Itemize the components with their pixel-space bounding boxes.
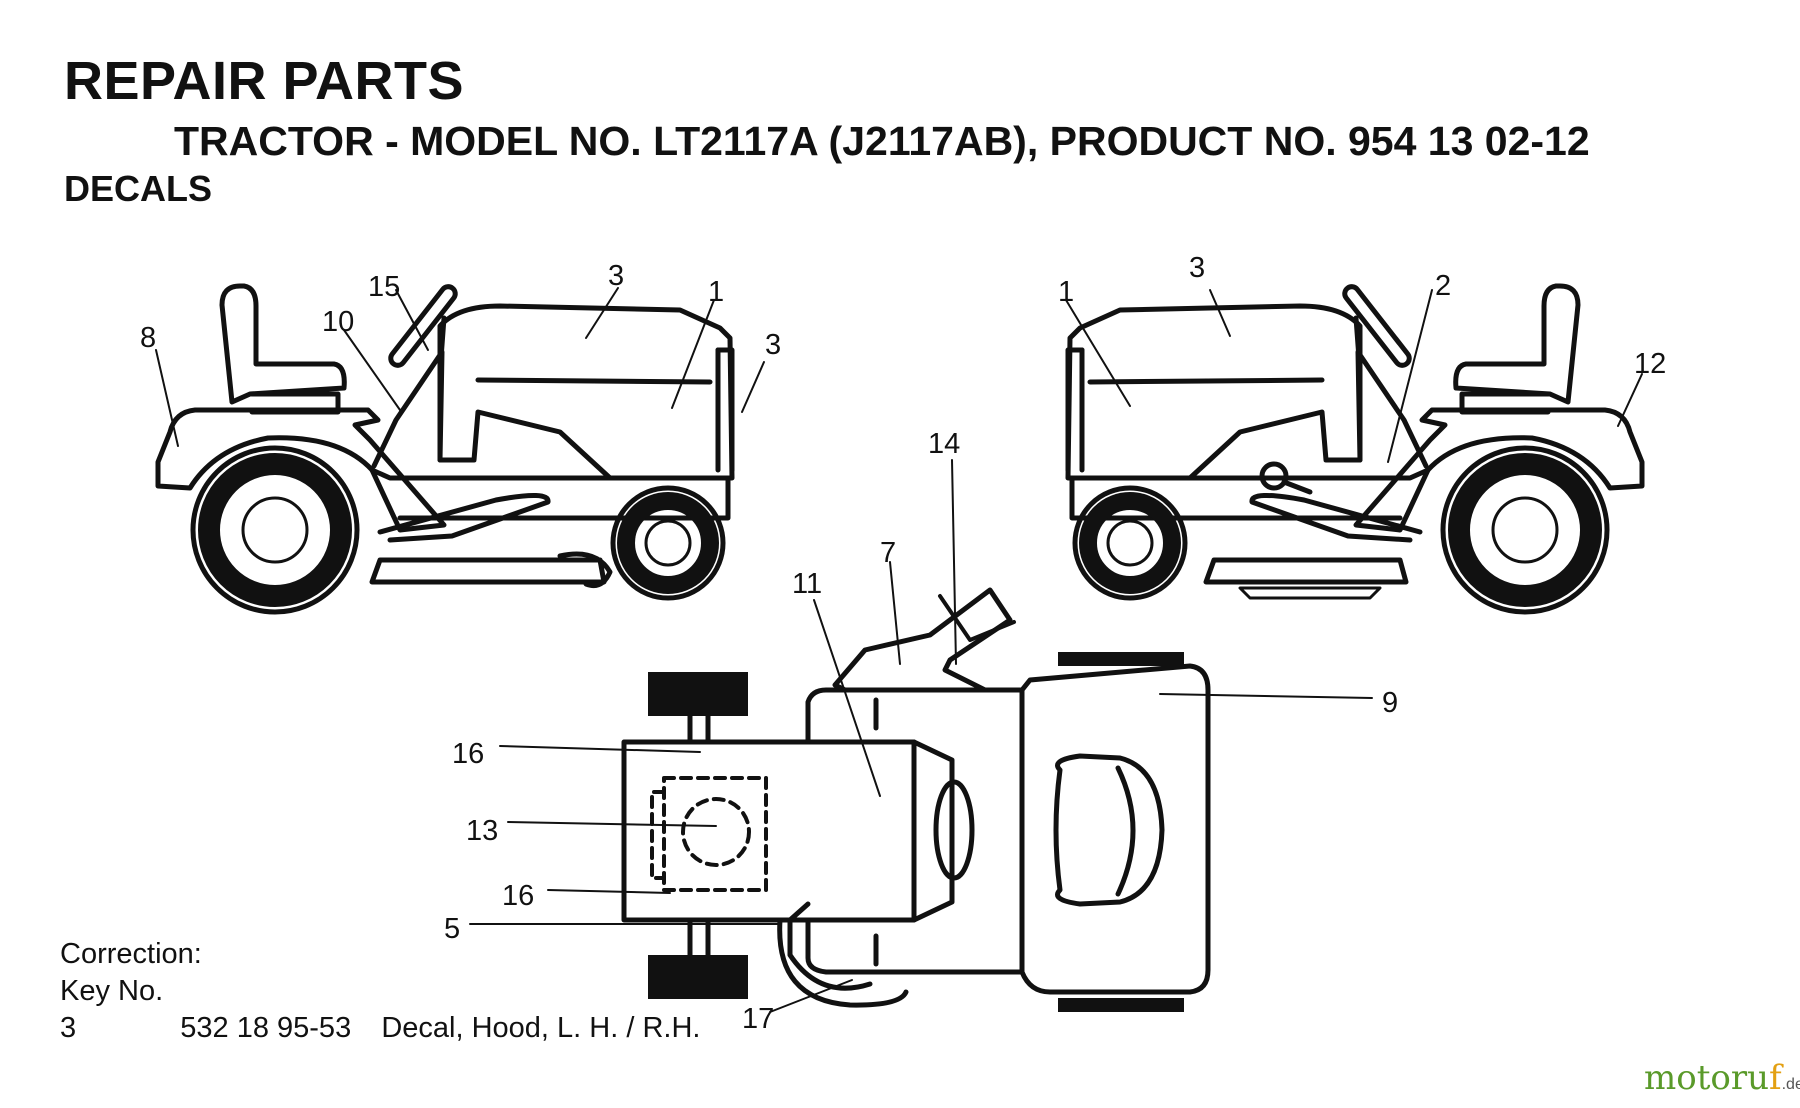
callout-5: 5 (444, 913, 460, 945)
rear-wheel-hub (241, 496, 309, 564)
callout-1: 1 (708, 276, 724, 308)
correction-description: Decal, Hood, L. H. / R.H. (381, 1012, 701, 1044)
front-wheel-tire (617, 492, 719, 594)
hood-split (475, 377, 713, 385)
seat-top (1053, 753, 1165, 907)
callout-10: 10 (322, 306, 354, 338)
callout-15: 15 (368, 271, 400, 303)
rear-tire-bottom (1058, 998, 1184, 1012)
callout-11: 11 (792, 568, 822, 600)
front-axle-bottom (687, 917, 711, 958)
watermark-logo: motoruf.de (1644, 1058, 1800, 1098)
tractor-right-side-view (1065, 283, 1645, 615)
front-wheel-tire-right (1079, 492, 1181, 594)
dash-panel (371, 349, 445, 469)
lift-lever (1281, 479, 1313, 495)
front-wheel-hub (644, 519, 692, 567)
mower-deck (369, 557, 607, 585)
callout-8: 8 (140, 322, 156, 354)
callout-9: 9 (1382, 687, 1398, 719)
rear-fender-right (1353, 407, 1645, 533)
seat-back-right (1453, 283, 1581, 405)
rear-wheel (190, 445, 360, 615)
page-title: REPAIR PARTS (64, 51, 465, 111)
footrest-right (1249, 493, 1423, 543)
footrest (377, 493, 551, 543)
decal-13-circle (681, 797, 751, 867)
decal-13-outline (662, 776, 768, 892)
front-tire-top (648, 672, 748, 716)
deck-chute (557, 551, 613, 588)
grass-chute-outlet (938, 594, 1016, 642)
correction-heading: Correction: (60, 938, 202, 970)
front-wheel-right (1072, 485, 1188, 601)
grass-chute (832, 587, 1013, 693)
front-tire-bottom (648, 955, 748, 999)
deck-skirt-right (1238, 586, 1382, 600)
callout-3: 3 (765, 329, 781, 361)
callout-16: 16 (502, 880, 534, 912)
rear-wheel-tire-right (1448, 453, 1602, 607)
callout-16: 16 (452, 738, 484, 770)
correction-key-label: Key No. (60, 975, 164, 1007)
seat-back (219, 283, 347, 405)
steering-wheel-right (1342, 284, 1412, 368)
decal-13-side (650, 790, 666, 880)
rear-fender (155, 407, 447, 533)
callout-1: 1 (1058, 276, 1074, 308)
lift-knob (1259, 461, 1289, 491)
callout-3: 3 (1189, 252, 1205, 284)
fender-top (805, 663, 1211, 995)
correction-key-no: 3 (60, 1012, 77, 1044)
steering-top (933, 779, 975, 881)
callout-2: 2 (1435, 270, 1451, 302)
callout-12: 12 (1634, 348, 1666, 380)
callout-7: 7 (880, 537, 896, 569)
hood-front-grille-right (1065, 347, 1085, 473)
rear-wheel-tire (198, 453, 352, 607)
tractor-top-view (621, 587, 1211, 1012)
rear-tire-top (1058, 652, 1184, 666)
deck-bottom-arc (777, 917, 909, 1008)
callout-14: 14 (928, 428, 960, 460)
seat-back-top (1115, 765, 1136, 897)
correction-part-no: 532 18 95-53 (180, 1012, 352, 1044)
hood-split-right (1087, 377, 1325, 385)
hood-top (621, 739, 917, 923)
hood (437, 303, 735, 481)
tractor-left-side-view (155, 283, 735, 615)
front-wheel-hub-right (1106, 519, 1154, 567)
rear-wheel-right (1440, 445, 1610, 615)
dash-connector (911, 739, 955, 923)
hood-front-grille (715, 347, 735, 473)
deck-top-left (787, 901, 873, 991)
callout-13: 13 (466, 815, 498, 847)
front-wheel (610, 485, 726, 601)
hood-right (1065, 303, 1363, 481)
callout-labels: 8 10 15 3 1 3 1 3 2 12 14 7 11 9 16 13 1… (140, 252, 1666, 1035)
mower-deck-right (1203, 557, 1409, 585)
callout-17: 17 (742, 1003, 774, 1035)
model-subtitle: TRACTOR - MODEL NO. LT2117A (J2117AB), P… (174, 118, 1590, 164)
section-heading: DECALS (64, 168, 213, 209)
steering-wheel (388, 284, 458, 368)
leader-lines (155, 287, 1643, 1013)
callout-3: 3 (608, 260, 624, 292)
rear-wheel-hub-right (1491, 496, 1559, 564)
front-axle-top (687, 713, 711, 745)
correction-row: 3 532 18 95-53 Decal, Hood, L. H. / R.H. (60, 1012, 700, 1045)
